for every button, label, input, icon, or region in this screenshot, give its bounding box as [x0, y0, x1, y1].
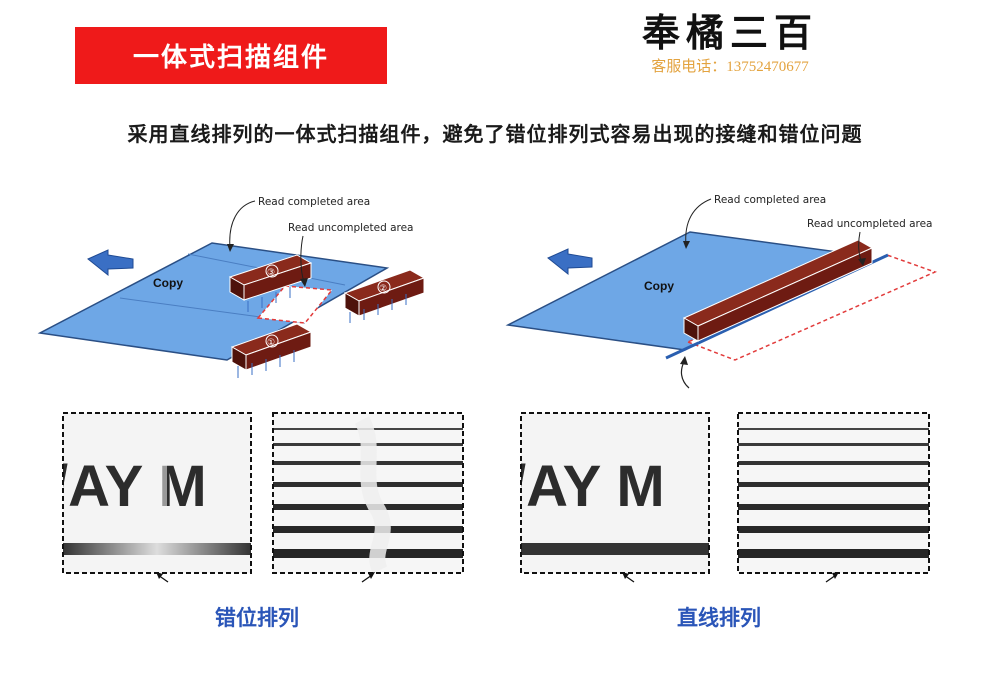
sample-text: /AY M — [52, 454, 207, 519]
read-completed-label: Read completed area — [714, 194, 826, 206]
staggered-diagram: Copy ③ ② — [37, 196, 426, 378]
read-completed-label: Read completed area — [258, 196, 370, 208]
sensor-bar-1: ① — [230, 323, 313, 371]
uncompleted-area — [256, 285, 334, 324]
sample-text: /AY M — [510, 454, 665, 519]
title-text: 一体式扫描组件 — [132, 43, 329, 73]
sensor-bar-3: ③ — [228, 254, 313, 301]
read-uncompleted-label: Read uncompleted area — [288, 222, 414, 234]
sensor-number-3: ③ — [267, 268, 275, 278]
sample-staggered-text: /AY M — [52, 412, 252, 583]
paper-label: Copy — [644, 279, 674, 293]
caption-straight: 直线排列 — [677, 606, 761, 630]
caption-staggered: 错位排列 — [215, 606, 299, 630]
sensor-number-2: ② — [379, 284, 387, 294]
brand-logo: 奉橘三百 — [641, 10, 818, 55]
read-uncompleted-label: Read uncompleted area — [807, 218, 933, 230]
scan-line-pointer — [680, 361, 690, 389]
customer-service-phone: 客服电话：13752470677 — [651, 59, 809, 75]
sample-straight-text: /AY M — [510, 412, 710, 583]
paper-label: Copy — [153, 276, 183, 290]
sensor-bar-long — [682, 239, 874, 342]
sample-staggered-lines — [272, 412, 464, 583]
sensor-bar-2: ② — [343, 269, 426, 317]
subtitle: 采用直线排列的一体式扫描组件，避免了错位排列式容易出现的接缝和错位问题 — [127, 122, 863, 146]
move-direction-arrow — [87, 249, 134, 277]
sensor-number-1: ① — [267, 338, 275, 348]
title-banner: 一体式扫描组件 — [75, 27, 387, 84]
sample-straight-lines — [737, 412, 930, 583]
move-direction-arrow — [547, 248, 593, 276]
straight-diagram: Copy Read completed area Read uncomplete… — [505, 194, 938, 389]
brand-block: 奉橘三百 客服电话：13752470677 — [630, 8, 830, 76]
